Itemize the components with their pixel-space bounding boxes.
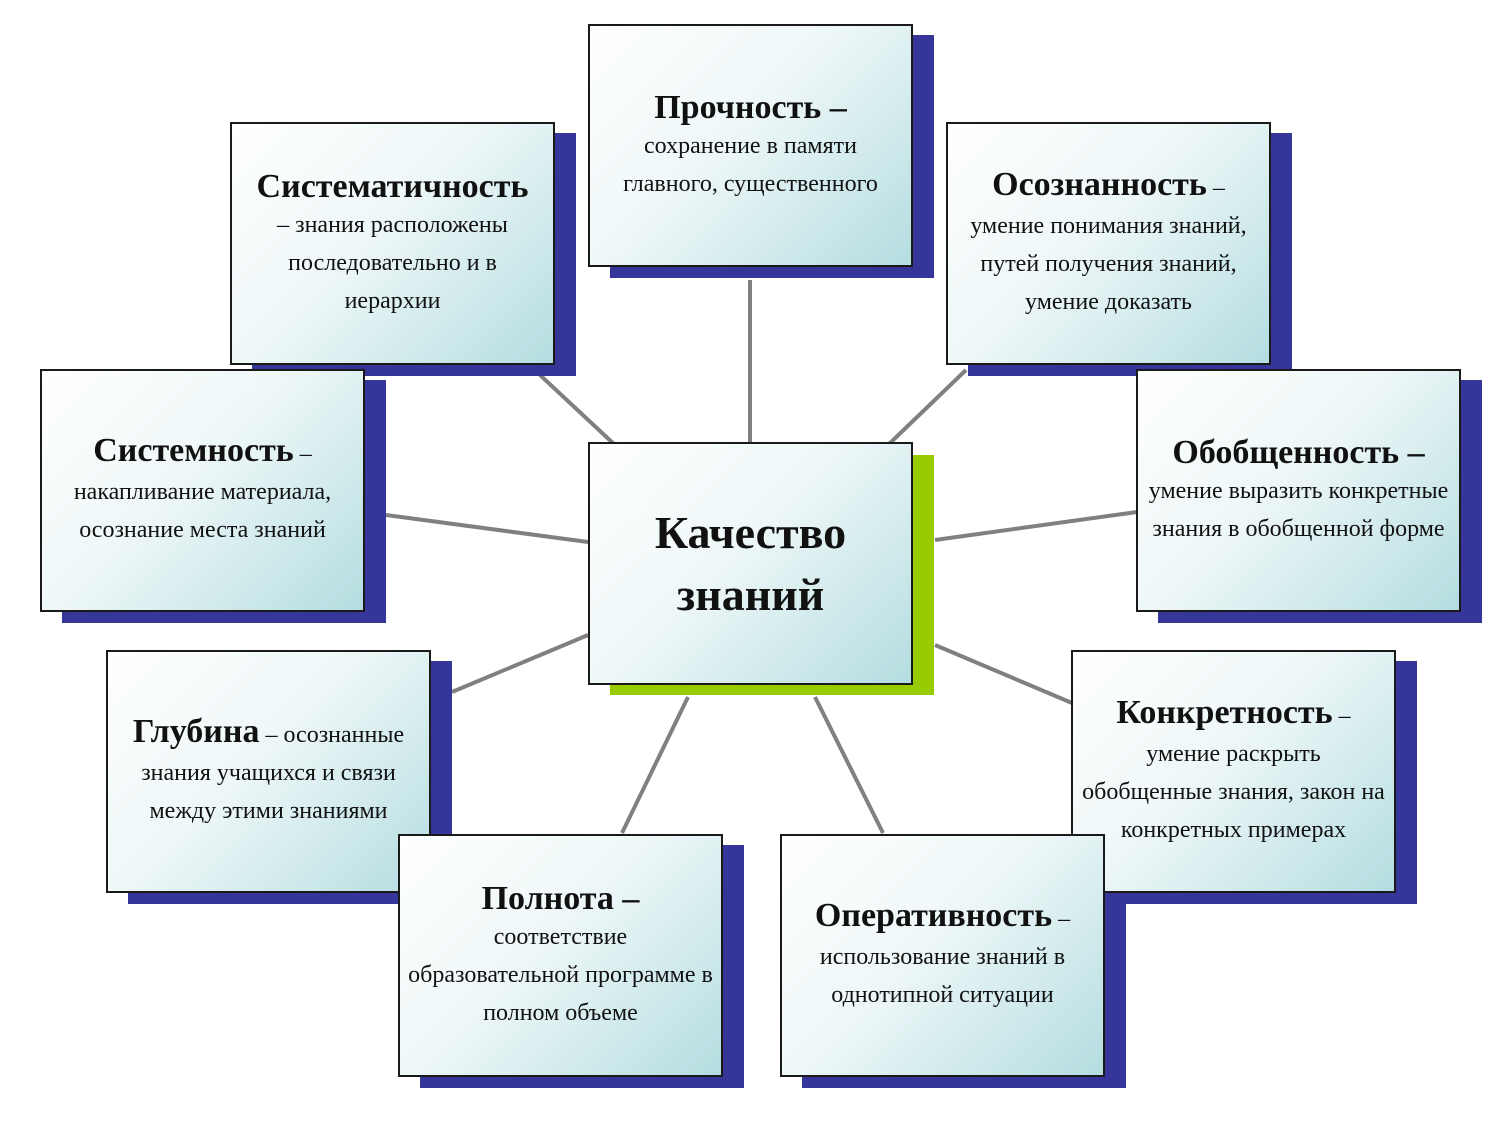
node-prochnost: Прочность – сохранение в памяти главного…	[588, 24, 913, 267]
connector-operativnost	[813, 696, 885, 834]
node-sistemnost-line: Системность – накапливание материала, ос…	[48, 432, 357, 549]
node-sistemnost-term: Системность	[93, 432, 294, 469]
connector-osoznannost	[886, 368, 968, 447]
node-osoznannost-line: Осознанность – умение понимания знаний, …	[954, 166, 1263, 321]
node-obobshchennost: Обобщенность – умение выразить конкретны…	[1136, 369, 1461, 612]
connector-konkretnost	[934, 643, 1073, 705]
node-konkretnost: Конкретность – умение раскрыть обобщенны…	[1071, 650, 1396, 893]
connector-glubina	[451, 633, 589, 694]
node-sistematichnost-desc: – знания расположены последовательно и в…	[277, 211, 508, 314]
node-operativnost: Оперативность – использование знаний в о…	[780, 834, 1105, 1077]
node-operativnost-desc: – использование знаний в однотипной ситу…	[819, 906, 1071, 1008]
node-prochnost-desc: сохранение в памяти главного, существенн…	[623, 132, 878, 197]
node-glubina-line: Глубина – осознанные знания учащихся и с…	[114, 713, 423, 830]
node-osoznannost-desc: – умение понимания знаний, путей получен…	[970, 175, 1247, 315]
connector-sistemnost	[385, 513, 589, 544]
node-osoznannost-term: Осознанность	[992, 166, 1207, 203]
node-sistematichnost-term: Систематичность	[256, 167, 529, 205]
node-obobshchennost-term: Обобщенность –	[1172, 433, 1425, 471]
node-operativnost-line: Оперативность – использование знаний в о…	[788, 897, 1097, 1014]
connector-polnota	[620, 696, 690, 834]
node-konkretnost-desc: – умение раскрыть обобщенные знания, зак…	[1082, 703, 1385, 843]
center-term: Качество знаний	[654, 506, 847, 620]
connector-obobshchennost	[934, 510, 1138, 542]
node-glubina-desc: – осознанные знания учащихся и связи меж…	[141, 722, 405, 824]
node-glubina: Глубина – осознанные знания учащихся и с…	[106, 650, 431, 893]
node-polnota: Полнота – соответствие образовательной п…	[398, 834, 723, 1077]
center-node: Качество знаний	[588, 442, 913, 685]
node-sistematichnost: Систематичность – знания расположены пос…	[230, 122, 555, 365]
node-obobshchennost-desc: умение выразить конкретные знания в обоб…	[1148, 477, 1449, 542]
node-sistemnost-desc: – накапливание материала, осознание мест…	[73, 441, 332, 543]
node-osoznannost: Осознанность – умение понимания знаний, …	[946, 122, 1271, 365]
node-glubina-term: Глубина	[132, 713, 260, 750]
node-polnota-desc: соответствие образовательной программе в…	[408, 923, 713, 1026]
node-operativnost-term: Оперативность	[814, 897, 1053, 934]
node-polnota-term: Полнота –	[481, 879, 640, 917]
connector-sistematichnost	[538, 373, 617, 447]
node-sistemnost: Системность – накапливание материала, ос…	[40, 369, 365, 612]
node-konkretnost-term: Конкретность	[1116, 694, 1333, 731]
node-konkretnost-line: Конкретность – умение раскрыть обобщенны…	[1079, 694, 1388, 849]
node-prochnost-term: Прочность –	[654, 88, 847, 126]
